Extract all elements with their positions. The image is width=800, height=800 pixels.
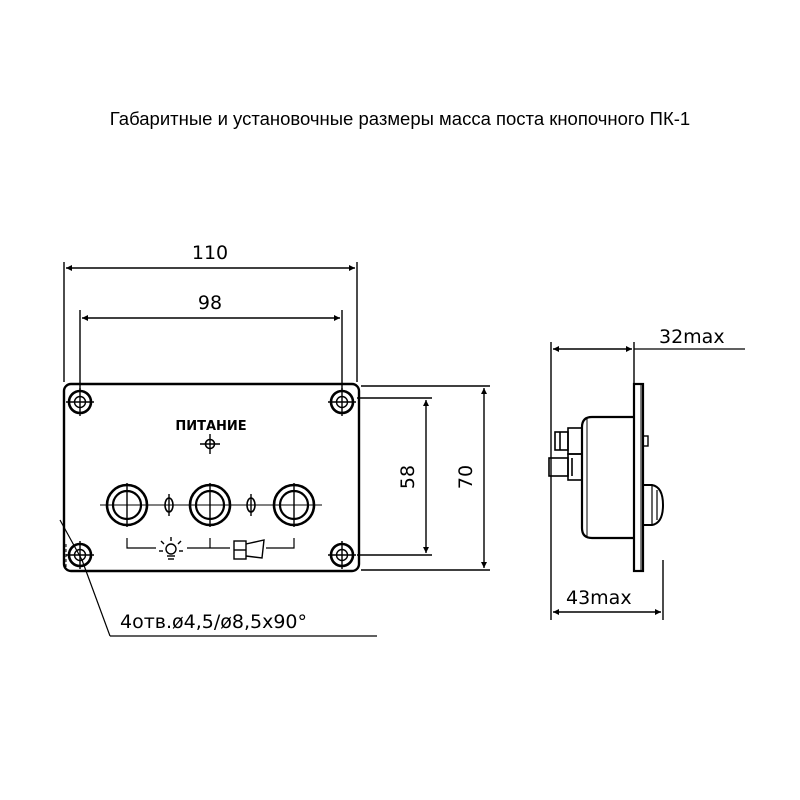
indicator-lamp-right xyxy=(246,494,256,516)
housing-body xyxy=(580,415,634,540)
mounting-plate xyxy=(632,382,645,573)
drawing-title: Габаритные и установочные размеры масса … xyxy=(109,108,691,129)
power-indicator-lamp xyxy=(200,434,220,454)
dim-label-70: 70 xyxy=(455,465,477,489)
lamp-icon xyxy=(159,537,183,560)
dim-label-98: 98 xyxy=(198,292,222,314)
mounting-hole-bottom-left xyxy=(66,541,94,569)
mounting-hole-top-left xyxy=(66,388,94,416)
mounting-hole-top-right xyxy=(328,388,356,416)
push-button-left xyxy=(105,483,149,527)
terminal-block xyxy=(548,427,583,481)
side-view xyxy=(548,342,745,620)
dim-label-43max: 43max xyxy=(566,587,632,609)
front-view xyxy=(59,262,490,637)
dim-label-32max: 32max xyxy=(659,326,725,348)
panel-body xyxy=(62,382,361,573)
dim-label-110: 110 xyxy=(192,242,228,264)
button-knob-side xyxy=(643,484,665,526)
switch-icon xyxy=(233,539,265,560)
indicator-lamp-left xyxy=(164,494,174,516)
mounting-hole-bottom-right xyxy=(328,541,356,569)
power-label: ПИТАНИЕ xyxy=(175,419,246,434)
holes-note: 4отв.ø4,5/ø8,5х90° xyxy=(120,611,307,633)
dim-label-58: 58 xyxy=(397,465,419,489)
push-button-center xyxy=(188,483,232,527)
push-button-right xyxy=(272,483,316,527)
